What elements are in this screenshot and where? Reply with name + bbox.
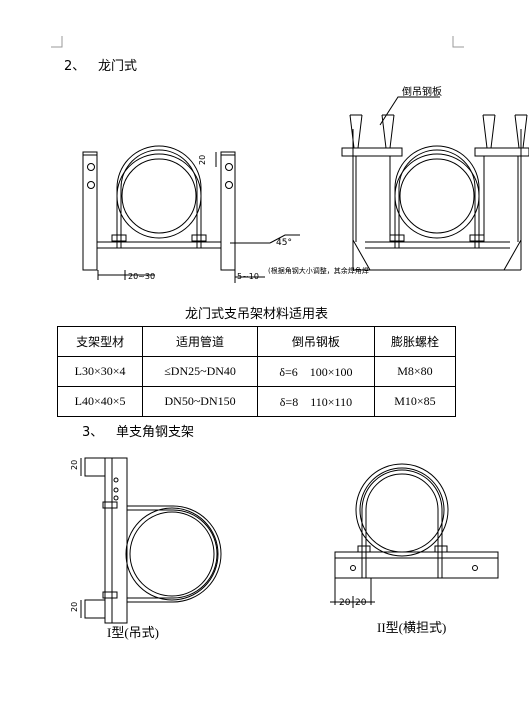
table-row: L30×30×4 ≤DN25~DN40 δ=6 100×100 M8×80 <box>56 356 457 387</box>
crop-mark-top-right <box>452 36 464 48</box>
dim-top-label: 20 <box>70 460 79 470</box>
gantry-section-view <box>341 96 529 271</box>
section-number: 2、 <box>64 59 86 74</box>
table-cell: DN50~DN150 <box>142 386 258 417</box>
table-cell: δ=8 110×110 <box>256 386 375 417</box>
type-2-label: II型(横担式) <box>377 620 447 635</box>
dim-20-label: 20 <box>198 155 207 165</box>
section-title: 龙门式 <box>98 59 138 74</box>
type-1-label: I型(吊式) <box>107 625 159 640</box>
header-cell: 支架型材 <box>56 326 144 357</box>
dim-5-10-label: 5~10 <box>237 272 259 281</box>
header-cell: 膨胀螺栓 <box>373 326 457 357</box>
type-1-hanging-support <box>80 457 222 624</box>
weld-note: (根据角钢大小调整，其余焊角焊 <box>268 266 369 275</box>
section-title: 单支角钢支架 <box>116 425 195 440</box>
table-cell: M8×80 <box>373 356 457 387</box>
type-2-crossarm-support <box>330 463 499 608</box>
header-cell: 倒吊钢板 <box>256 326 375 357</box>
gantry-support-drawing: 倒吊钢板 20 45° 20~30 5~10 (根据角钢大小调整，其余焊角焊 <box>82 85 529 283</box>
table-cell: ≤DN25~DN40 <box>142 356 258 387</box>
table-row: L40×40×5 DN50~DN150 δ=8 110×110 M10×85 <box>56 386 457 417</box>
table-header-row: 支架型材 适用管道 倒吊钢板 膨胀螺栓 <box>56 326 457 357</box>
section-3-heading: 3、单支角钢支架 <box>82 421 194 440</box>
gantry-front-view <box>82 145 300 283</box>
table-cell: L30×30×4 <box>56 356 144 387</box>
dim-20-30-label: 20~30 <box>128 272 155 281</box>
header-cell: 适用管道 <box>142 326 258 357</box>
section-number: 3、 <box>82 425 104 440</box>
crop-mark-top-left <box>51 36 63 48</box>
table-cell: L40×40×5 <box>56 386 144 417</box>
dim-45-label: 45° <box>276 238 292 248</box>
plate-label: 倒吊钢板 <box>402 85 442 98</box>
table-cell: δ=6 100×100 <box>256 356 375 387</box>
table-caption: 龙门式支吊架材料适用表 <box>184 307 328 322</box>
dim-bottom-label: 20 <box>70 602 79 612</box>
section-2-heading: 2、龙门式 <box>64 55 137 74</box>
single-angle-support-drawing: 20 20 20 20 <box>70 457 499 624</box>
table-cell: M10×85 <box>373 386 457 417</box>
dim-b-label: 20 <box>355 598 367 608</box>
dim-a-label: 20 <box>339 598 351 608</box>
material-table: 支架型材 适用管道 倒吊钢板 膨胀螺栓 L30×30×4 ≤DN25~DN40 … <box>56 326 457 417</box>
